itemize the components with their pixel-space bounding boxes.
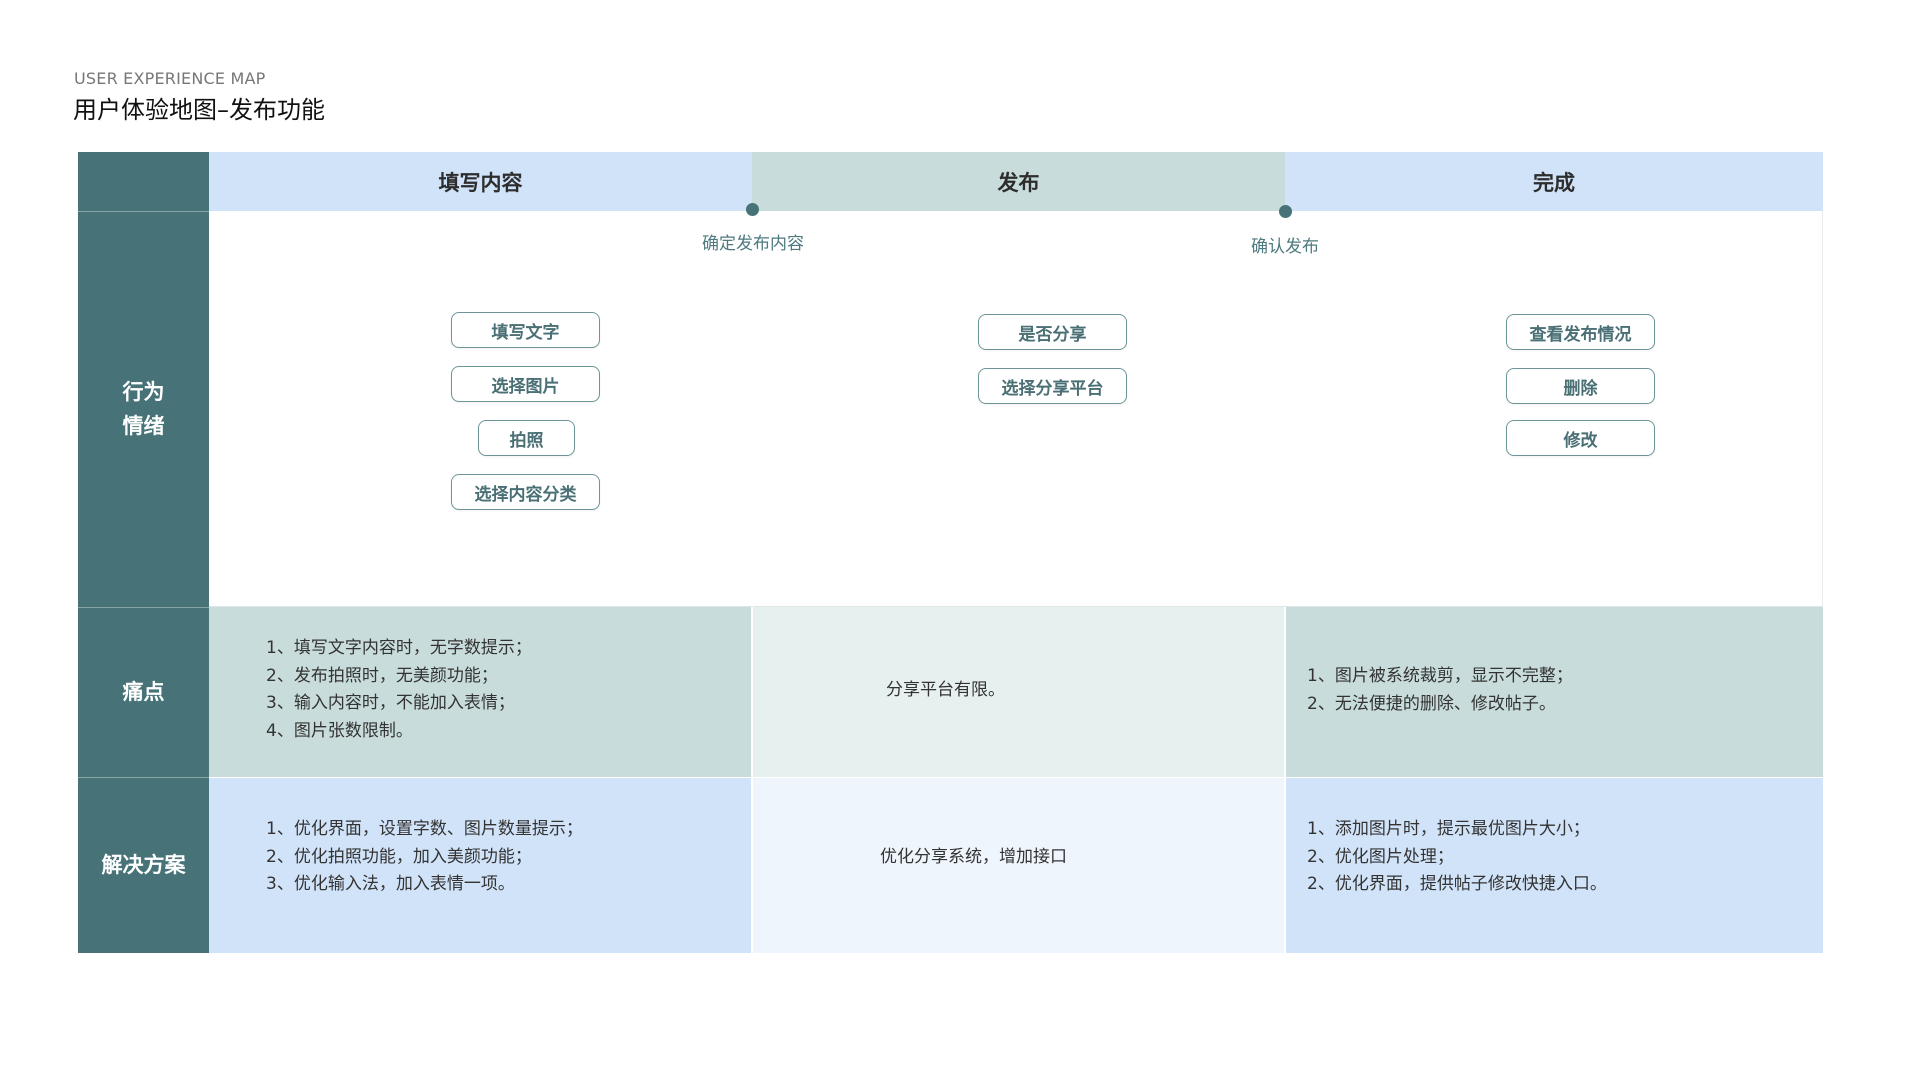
phase-complete: 完成 (1285, 152, 1823, 211)
behavior-area (209, 211, 1823, 607)
solution-cell-fill: 1、优化界面，设置字数、图片数量提示； 2、优化拍照功能，加入美颜功能； 3、优… (209, 778, 751, 953)
milestone-dot-confirm-publish (1279, 205, 1292, 218)
pain-item: 2、发布拍照时，无美颜功能； (266, 665, 498, 686)
solution-list-fill: 1、优化界面，设置字数、图片数量提示； 2、优化拍照功能，加入美颜功能； 3、优… (266, 816, 583, 899)
pain-cell-publish: 分享平台有限。 (753, 607, 1284, 777)
solution-item: 优化分享系统，增加接口 (880, 847, 1067, 867)
pain-cell-fill: 1、填写文字内容时，无字数提示； 2、发布拍照时，无美颜功能； 3、输入内容时，… (209, 607, 751, 777)
milestone-confirm-content: 确定发布内容 (702, 234, 804, 254)
solution-item: 1、优化界面，设置字数、图片数量提示； (266, 819, 583, 839)
solution-item: 3、优化输入法，加入表情一项。 (266, 874, 515, 894)
action-select-share-platform[interactable]: 选择分享平台 (978, 368, 1127, 404)
milestone-confirm-publish: 确认发布 (1251, 237, 1319, 257)
solution-list-done: 1、添加图片时，提示最优图片大小； 2、优化图片处理； 2、优化界面，提供帖子修… (1307, 816, 1607, 899)
pain-list-fill: 1、填写文字内容时，无字数提示； 2、发布拍照时，无美颜功能； 3、输入内容时，… (266, 635, 532, 745)
action-select-image[interactable]: 选择图片 (451, 366, 600, 402)
phase-fill-content: 填写内容 (209, 152, 752, 211)
row-label-behavior-line1: 行为 (122, 380, 165, 404)
action-delete[interactable]: 删除 (1506, 368, 1655, 404)
pain-item: 分享平台有限。 (886, 680, 1005, 700)
row-label-behavior-line2: 情绪 (122, 414, 165, 438)
row-label-behavior: 行为 情绪 (78, 211, 209, 607)
solution-cell-done: 1、添加图片时，提示最优图片大小； 2、优化图片处理； 2、优化界面，提供帖子修… (1286, 778, 1823, 953)
row-label-column: 行为 情绪 痛点 解决方案 (78, 152, 209, 953)
row-label-solution: 解决方案 (101, 853, 186, 877)
pain-item: 3、输入内容时，不能加入表情； (266, 693, 515, 713)
action-take-photo[interactable]: 拍照 (478, 420, 575, 456)
solution-item: 2、优化拍照功能，加入美颜功能； (266, 846, 532, 867)
pain-item: 2、无法便捷的删除、修改帖子。 (1307, 693, 1556, 714)
row-label-pain: 痛点 (122, 680, 165, 704)
page-title: 用户体验地图–发布功能 (73, 96, 325, 124)
solution-item: 2、优化界面，提供帖子修改快捷入口。 (1307, 874, 1607, 894)
action-share-or-not[interactable]: 是否分享 (978, 314, 1127, 350)
solution-item: 2、优化图片处理； (1307, 846, 1454, 867)
action-edit[interactable]: 修改 (1506, 420, 1655, 456)
pain-item: 1、填写文字内容时，无字数提示； (266, 638, 532, 658)
solution-cell-publish: 优化分享系统，增加接口 (753, 778, 1284, 953)
phase-publish: 发布 (752, 152, 1285, 211)
solution-item: 1、添加图片时，提示最优图片大小； (1307, 819, 1590, 839)
action-select-category[interactable]: 选择内容分类 (451, 474, 600, 510)
pain-list-done: 1、图片被系统裁剪，显示不完整； 2、无法便捷的删除、修改帖子。 (1307, 663, 1573, 718)
pain-item: 4、图片张数限制。 (266, 720, 413, 741)
action-view-status[interactable]: 查看发布情况 (1506, 314, 1655, 350)
pain-item: 1、图片被系统裁剪，显示不完整； (1307, 666, 1573, 686)
experience-map: 行为 情绪 痛点 解决方案 填写内容 发布 完成 确定发布内容 确认发布 填写文… (78, 152, 1823, 953)
pain-cell-done: 1、图片被系统裁剪，显示不完整； 2、无法便捷的删除、修改帖子。 (1286, 607, 1823, 777)
action-fill-text[interactable]: 填写文字 (451, 312, 600, 348)
milestone-dot-confirm-content (746, 203, 759, 216)
subtitle: USER EXPERIENCE MAP (74, 69, 266, 88)
